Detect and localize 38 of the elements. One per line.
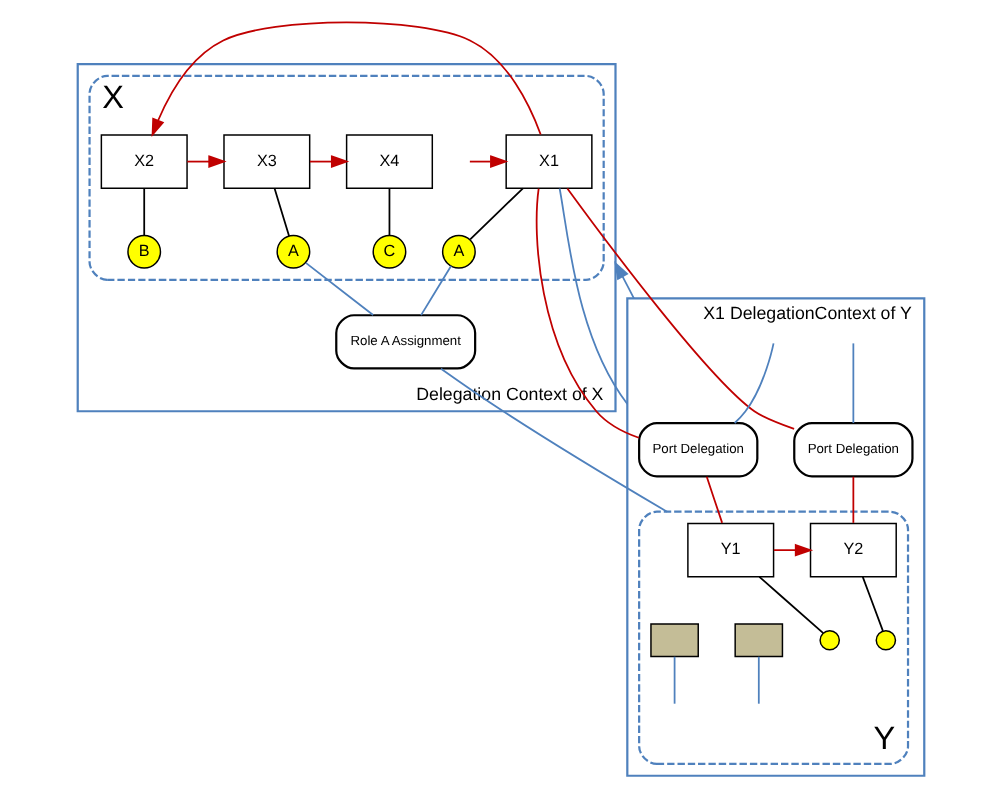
connector xyxy=(304,261,373,316)
node-circle: A xyxy=(440,234,475,269)
node-circle xyxy=(818,629,840,651)
node-circle: B xyxy=(126,234,161,269)
connector xyxy=(672,655,675,705)
connector xyxy=(272,187,289,237)
connector xyxy=(387,187,390,237)
connector xyxy=(756,655,759,705)
connector xyxy=(757,575,824,634)
node-box: X4 xyxy=(344,134,433,189)
arrow xyxy=(308,155,349,168)
node-box: X2 xyxy=(99,134,187,189)
connector xyxy=(419,265,451,317)
arrow xyxy=(185,155,226,168)
connector xyxy=(704,475,723,524)
connector xyxy=(534,187,639,439)
connector xyxy=(851,475,854,524)
connector xyxy=(439,367,667,513)
connector xyxy=(142,187,145,237)
connector xyxy=(732,342,774,424)
node-box: Y1 xyxy=(686,522,774,578)
arrow xyxy=(771,543,813,557)
connector xyxy=(860,575,883,632)
node-circle: A xyxy=(275,234,310,269)
arrow xyxy=(150,21,541,137)
node-box: Y2 xyxy=(808,522,896,578)
node-box xyxy=(733,623,783,658)
node-box: X1 xyxy=(504,134,592,189)
node-box: X3 xyxy=(222,134,310,189)
connector xyxy=(565,187,794,430)
arrow xyxy=(613,261,634,300)
node-circle: C xyxy=(371,234,406,269)
connector xyxy=(557,187,628,405)
node-circle xyxy=(874,629,896,651)
connector xyxy=(468,187,523,241)
arrow xyxy=(467,155,508,168)
connector xyxy=(851,342,854,424)
node-box xyxy=(649,623,698,658)
